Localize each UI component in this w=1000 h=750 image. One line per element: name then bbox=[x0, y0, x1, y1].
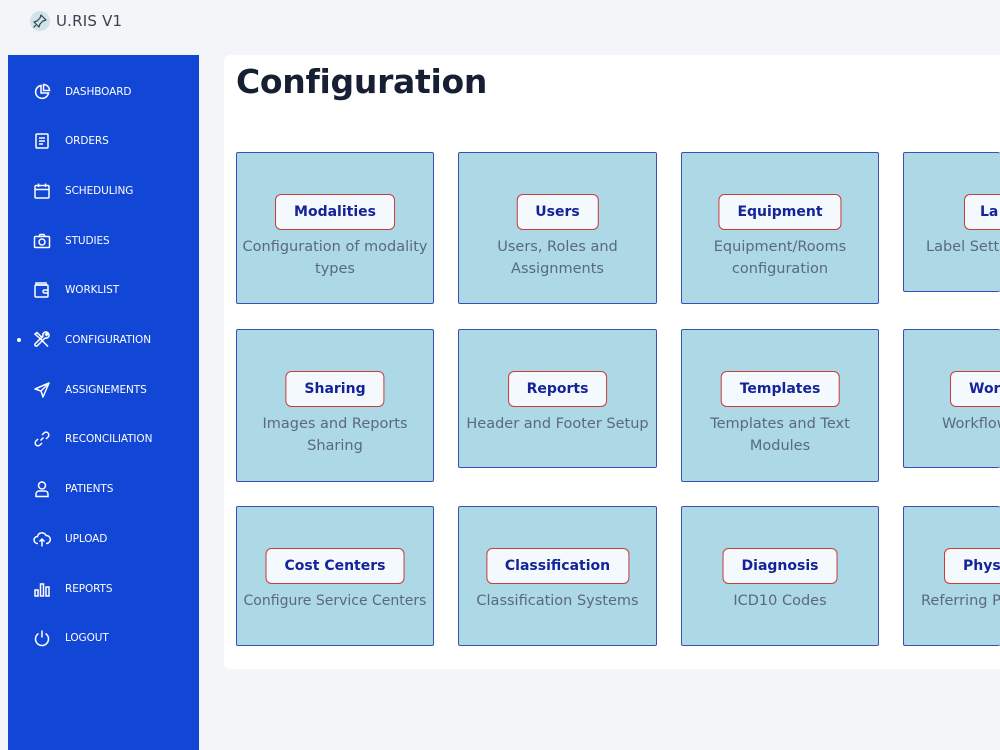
top-bar: U.RIS V1 bbox=[0, 0, 1000, 44]
active-indicator bbox=[17, 338, 21, 342]
sidebar-item-label: WORKLIST bbox=[65, 284, 120, 296]
sidebar-item-dashboard[interactable]: DASHBOARD bbox=[8, 72, 199, 112]
sidebar-item-label: ASSIGNEMENTS bbox=[65, 384, 147, 396]
config-card-cost-centers[interactable]: Cost Centers Configure Service Centers bbox=[236, 506, 434, 646]
sidebar-item-studies[interactable]: STUDIES bbox=[8, 221, 199, 261]
equipment-button[interactable]: Equipment bbox=[718, 194, 842, 230]
power-icon bbox=[32, 628, 52, 648]
cost-centers-button[interactable]: Cost Centers bbox=[265, 548, 405, 584]
config-card-workflow[interactable]: Work Workflow bbox=[903, 329, 1000, 468]
card-description: Templates and Text Modules bbox=[710, 416, 850, 454]
sharing-button[interactable]: Sharing bbox=[285, 371, 385, 407]
sidebar-item-patients[interactable]: PATIENTS bbox=[8, 469, 199, 509]
page-title: Configuration bbox=[236, 62, 488, 101]
sidebar-item-reconciliation[interactable]: RECONCILIATION bbox=[8, 419, 199, 459]
sidebar-item-label: CONFIGURATION bbox=[65, 334, 151, 346]
tools-icon bbox=[32, 330, 52, 350]
users-button[interactable]: Users bbox=[516, 194, 599, 230]
sidebar-item-upload[interactable]: UPLOAD bbox=[8, 519, 199, 559]
physicians-button[interactable]: Physi bbox=[944, 548, 1000, 584]
app-title: U.RIS V1 bbox=[56, 12, 123, 30]
card-description: Equipment/Rooms configuration bbox=[713, 239, 847, 277]
calendar-icon bbox=[32, 181, 52, 201]
app-logo[interactable]: U.RIS V1 bbox=[30, 11, 122, 31]
card-description: Configure Service Centers bbox=[243, 593, 427, 609]
sidebar-item-label: REPORTS bbox=[65, 583, 113, 595]
link-icon bbox=[32, 429, 52, 449]
cloud-upload-icon bbox=[32, 529, 52, 549]
sidebar-item-label: UPLOAD bbox=[65, 533, 108, 545]
send-icon bbox=[32, 380, 52, 400]
reports-button[interactable]: Reports bbox=[507, 371, 608, 407]
pie-chart-icon bbox=[32, 82, 52, 102]
config-card-diagnosis[interactable]: Diagnosis ICD10 Codes bbox=[681, 506, 879, 646]
card-description: Classification Systems bbox=[476, 593, 639, 609]
pin-logo-icon bbox=[30, 11, 50, 31]
card-description: Header and Footer Setup bbox=[466, 416, 649, 432]
sidebar-item-label: RECONCILIATION bbox=[65, 433, 153, 445]
bar-chart-icon bbox=[32, 579, 52, 599]
sidebar-item-label: SCHEDULING bbox=[65, 185, 134, 197]
card-description: Users, Roles and Assignments bbox=[497, 239, 618, 277]
card-description: Referring Ph bbox=[921, 593, 1000, 609]
card-description: Configuration of modality types bbox=[242, 239, 428, 277]
sidebar-item-orders[interactable]: ORDERS bbox=[8, 121, 199, 161]
card-description: Workflow bbox=[942, 416, 1000, 432]
card-description: Label Settin bbox=[926, 239, 1000, 255]
config-card-labels[interactable]: La Label Settin bbox=[903, 152, 1000, 292]
config-card-physicians[interactable]: Physi Referring Ph bbox=[903, 506, 1000, 646]
wallet-icon bbox=[32, 280, 52, 300]
sidebar-item-worklist[interactable]: WORKLIST bbox=[8, 270, 199, 310]
workflow-button[interactable]: Work bbox=[950, 371, 1000, 407]
sidebar-item-label: ORDERS bbox=[65, 135, 109, 147]
sidebar-item-assignements[interactable]: ASSIGNEMENTS bbox=[8, 370, 199, 410]
card-description: Images and Reports Sharing bbox=[262, 416, 408, 454]
user-icon bbox=[32, 479, 52, 499]
sidebar-item-configuration[interactable]: CONFIGURATION bbox=[8, 320, 199, 360]
sidebar-item-label: DASHBOARD bbox=[65, 86, 132, 98]
config-card-templates[interactable]: Templates Templates and Text Modules bbox=[681, 329, 879, 482]
document-list-icon bbox=[32, 131, 52, 151]
sidebar-item-logout[interactable]: LOGOUT bbox=[8, 618, 199, 658]
config-card-equipment[interactable]: Equipment Equipment/Rooms configuration bbox=[681, 152, 879, 304]
camera-icon bbox=[32, 231, 52, 251]
diagnosis-button[interactable]: Diagnosis bbox=[722, 548, 838, 584]
modalities-button[interactable]: Modalities bbox=[275, 194, 395, 230]
config-card-modalities[interactable]: Modalities Configuration of modality typ… bbox=[236, 152, 434, 304]
sidebar-item-label: PATIENTS bbox=[65, 483, 114, 495]
sidebar: DASHBOARD ORDERS SCHEDULING STUDIES WORK… bbox=[8, 55, 199, 750]
config-card-users[interactable]: Users Users, Roles and Assignments bbox=[458, 152, 657, 304]
config-card-sharing[interactable]: Sharing Images and Reports Sharing bbox=[236, 329, 434, 482]
config-card-reports[interactable]: Reports Header and Footer Setup bbox=[458, 329, 657, 468]
templates-button[interactable]: Templates bbox=[720, 371, 840, 407]
labels-button[interactable]: La bbox=[964, 194, 1000, 230]
config-card-classification[interactable]: Classification Classification Systems bbox=[458, 506, 657, 646]
sidebar-item-label: LOGOUT bbox=[65, 632, 109, 644]
sidebar-item-reports[interactable]: REPORTS bbox=[8, 569, 199, 609]
sidebar-item-scheduling[interactable]: SCHEDULING bbox=[8, 171, 199, 211]
card-description: ICD10 Codes bbox=[733, 593, 827, 609]
sidebar-item-label: STUDIES bbox=[65, 235, 110, 247]
classification-button[interactable]: Classification bbox=[485, 548, 630, 584]
